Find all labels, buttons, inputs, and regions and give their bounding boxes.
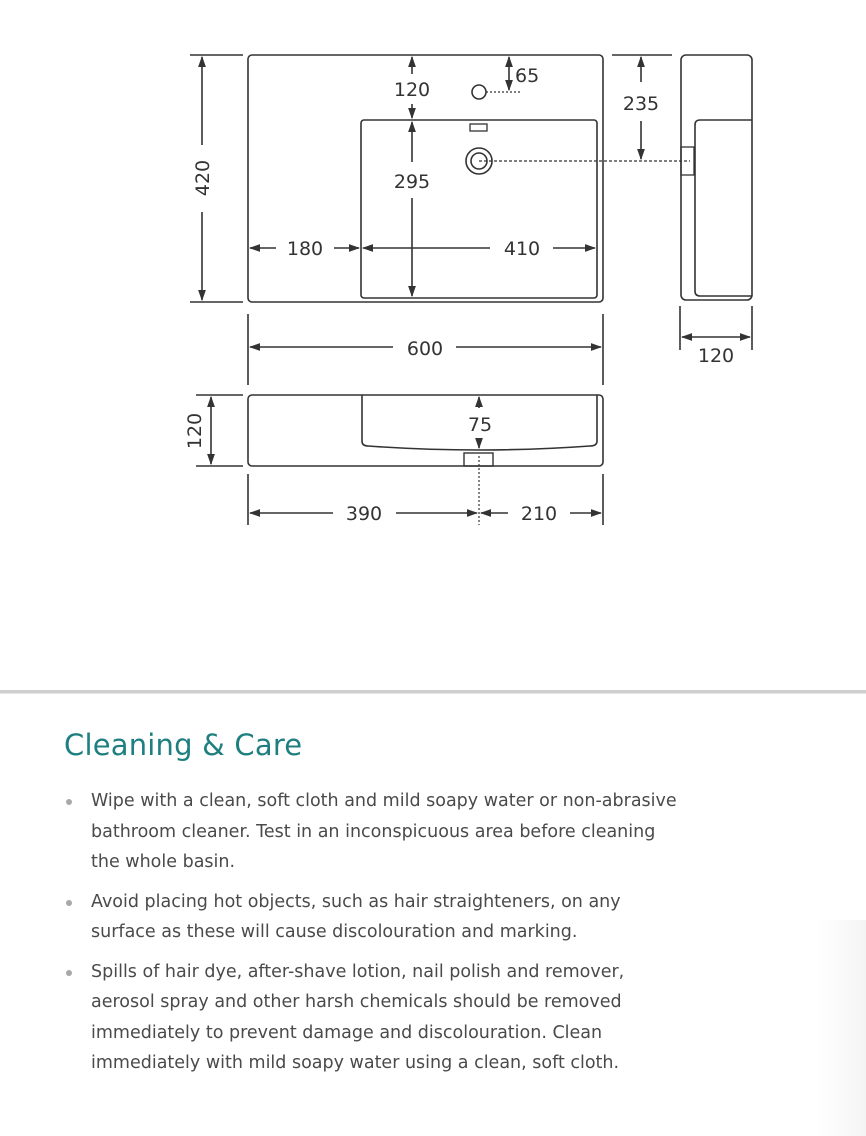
top-view [190, 54, 690, 303]
bullet-icon [66, 899, 72, 906]
technical-drawing: 420 120 65 295 180 410 235 120 600 120 7… [0, 0, 866, 560]
dim-front-height: 120 [184, 413, 206, 449]
dim-bowl-depth: 295 [394, 171, 430, 193]
list-item: Avoid placing hot objects, such as hair … [64, 887, 684, 948]
bullet-icon [66, 969, 72, 976]
list-item-text: Wipe with a clean, soft cloth and mild s… [91, 791, 677, 872]
dim-overall-width: 600 [407, 338, 443, 360]
list-item-text: Spills of hair dye, after-shave lotion, … [91, 961, 625, 1074]
section-title: Cleaning & Care [64, 728, 303, 762]
dim-overall-depth: 420 [192, 160, 214, 196]
dim-tap-from-back: 65 [515, 65, 539, 87]
dim-waste-from-right: 210 [521, 503, 557, 525]
dim-ledge-width: 180 [287, 238, 323, 260]
list-item-text: Avoid placing hot objects, such as hair … [91, 891, 621, 943]
dim-waste-from-back: 235 [623, 93, 659, 115]
dim-bowl-width: 410 [504, 238, 540, 260]
overall-width-dimension [247, 314, 604, 385]
front-view [196, 394, 604, 525]
cleaning-care-section: Cleaning & Care Wipe with a clean, soft … [64, 728, 684, 1088]
care-list: Wipe with a clean, soft cloth and mild s… [64, 786, 684, 1079]
edge-shadow [816, 920, 866, 1136]
section-divider [0, 690, 866, 694]
dim-front-bowl-depth: 75 [468, 414, 492, 436]
list-item: Wipe with a clean, soft cloth and mild s… [64, 786, 684, 878]
dim-tap-to-bowl: 120 [394, 79, 430, 101]
list-item: Spills of hair dye, after-shave lotion, … [64, 957, 684, 1079]
dim-side-depth: 120 [698, 345, 734, 367]
side-view [612, 54, 753, 350]
bullet-icon [66, 799, 72, 805]
dim-waste-from-left: 390 [346, 503, 382, 525]
